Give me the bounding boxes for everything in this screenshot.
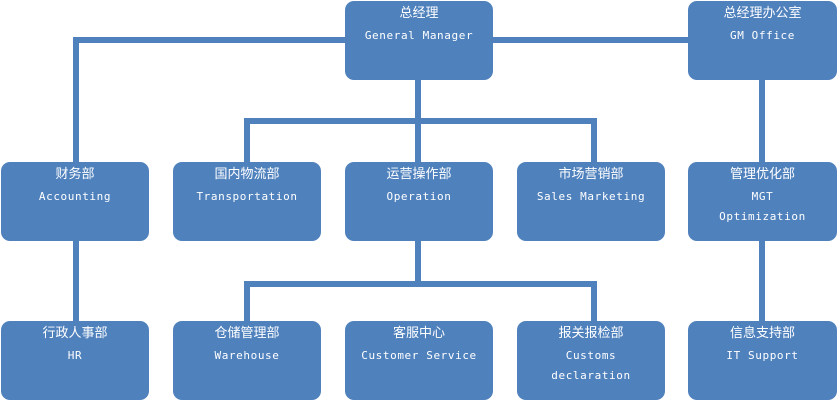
node-label-en: IT Support <box>726 349 799 362</box>
node-label-en: Customer Service <box>361 349 477 362</box>
node-sales-marketing: 市场营销部 Sales Marketing <box>517 162 665 241</box>
node-operation: 运营操作部 Operation <box>345 162 493 241</box>
node-label-en: General Manager <box>364 29 474 42</box>
connector-warehouse-up <box>244 281 250 322</box>
connector-customs-up <box>591 281 597 322</box>
node-label-cn: 总经理 <box>399 6 439 21</box>
node-label-en: Operation <box>386 190 452 203</box>
node-label-cn: 客服中心 <box>392 326 445 341</box>
connector-accounting-hr <box>73 240 79 322</box>
connector-bottom-horizontal <box>244 281 597 287</box>
node-gm-office: 总经理办公室 GM Office <box>688 1 837 80</box>
node-label-en: Warehouse <box>214 349 280 362</box>
node-label-cn: 财务部 <box>55 167 95 182</box>
connector-mid-horizontal <box>244 118 597 124</box>
node-label-en-2: Optimization <box>719 210 806 223</box>
node-it-support: 信息支持部 IT Support <box>688 321 837 400</box>
node-label-cn: 信息支持部 <box>729 326 795 341</box>
node-label-cn: 仓储管理部 <box>214 326 280 341</box>
node-label-cn: 运营操作部 <box>386 167 452 182</box>
node-label-en: Sales Marketing <box>536 190 646 203</box>
node-transportation: 国内物流部 Transportation <box>173 162 321 241</box>
node-label-en-2: declaration <box>551 369 631 382</box>
connector-mgt-it <box>759 240 765 322</box>
connector-gmo-down <box>759 78 765 163</box>
node-label-cn: 国内物流部 <box>214 167 280 182</box>
node-label-en: MGT <box>751 190 774 203</box>
node-hr: 行政人事部 HR <box>1 321 149 400</box>
connector-transportation-up <box>244 118 250 163</box>
node-label-en: Accounting <box>38 190 112 203</box>
node-general-manager: 总经理 General Manager <box>345 1 493 80</box>
node-label-cn: 报关报检部 <box>558 326 624 341</box>
node-mgt-optimization: 管理优化部 MGT Optimization <box>688 162 837 241</box>
node-label-cn: 市场营销部 <box>558 167 624 182</box>
node-label-cn: 管理优化部 <box>729 167 795 182</box>
node-label-en: Customs <box>565 349 617 362</box>
node-label-en: GM Office <box>729 29 795 42</box>
node-label-cn: 总经理办公室 <box>723 6 802 21</box>
connector-accounting-up <box>73 37 79 163</box>
connector-sales-up <box>591 118 597 163</box>
node-accounting: 财务部 Accounting <box>1 162 149 241</box>
connector-operation-down <box>415 240 421 282</box>
node-customer-service: 客服中心 Customer Service <box>345 321 493 400</box>
node-label-cn: 行政人事部 <box>42 326 108 341</box>
node-warehouse: 仓储管理部 Warehouse <box>173 321 321 400</box>
node-label-en: Transportation <box>196 190 298 203</box>
node-label-en: HR <box>67 349 83 362</box>
node-customs-declaration: 报关报检部 Customs declaration <box>517 321 665 400</box>
